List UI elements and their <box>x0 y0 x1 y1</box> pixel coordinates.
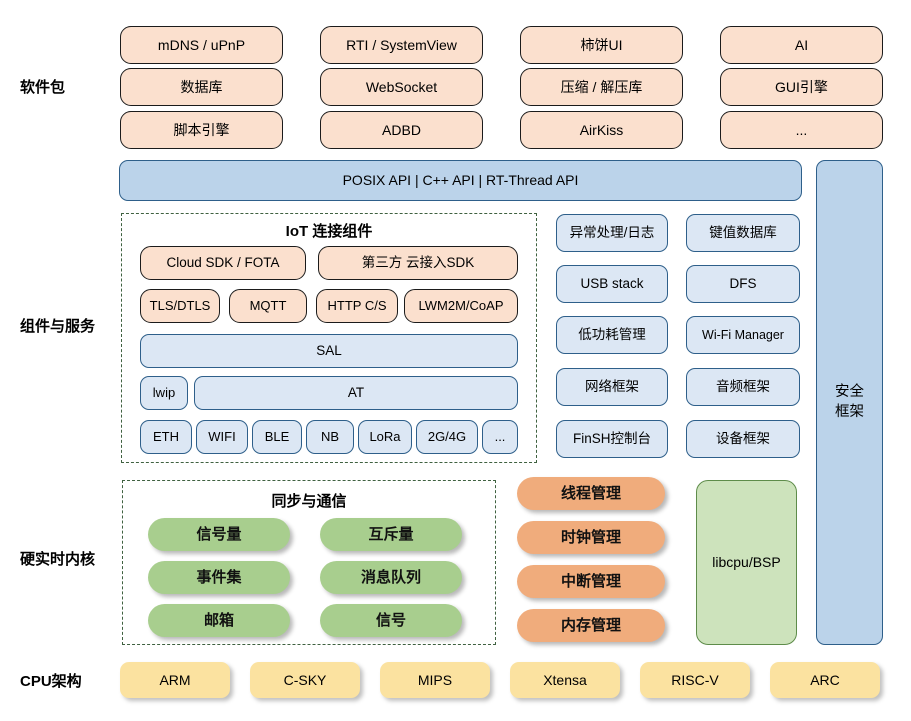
security-framework-label-line2: 框架 <box>835 403 864 420</box>
cpu-arch-box[interactable]: MIPS <box>380 662 490 698</box>
package-box[interactable]: 脚本引擎 <box>120 111 283 149</box>
kernel-management-box[interactable]: 线程管理 <box>517 477 665 510</box>
package-box[interactable]: ... <box>720 111 883 149</box>
section-label-components-services: 组件与服务 <box>20 318 96 335</box>
iot-protocol-box[interactable]: LWM2M/CoAP <box>404 289 518 323</box>
iot-link-box[interactable]: WIFI <box>196 420 248 454</box>
package-box[interactable]: GUI引擎 <box>720 68 883 106</box>
component-box[interactable]: 设备框架 <box>686 420 800 458</box>
kernel-management-box[interactable]: 内存管理 <box>517 609 665 642</box>
iot-protocol-box[interactable]: MQTT <box>229 289 307 323</box>
section-label-cpu-arch: CPU架构 <box>20 673 82 690</box>
sync-box[interactable]: 信号 <box>320 604 462 637</box>
iot-group-frame <box>121 213 537 463</box>
iot-protocol-box[interactable]: HTTP C/S <box>316 289 398 323</box>
sync-box[interactable]: 信号量 <box>148 518 290 551</box>
component-box[interactable]: FinSH控制台 <box>556 420 668 458</box>
sync-box[interactable]: 互斥量 <box>320 518 462 551</box>
api-bar[interactable]: POSIX API | C++ API | RT-Thread API <box>119 160 802 201</box>
iot-sal-box[interactable]: SAL <box>140 334 518 368</box>
security-framework-column[interactable]: 安全 框架 <box>816 160 883 645</box>
component-box[interactable]: USB stack <box>556 265 668 303</box>
package-box[interactable]: RTI / SystemView <box>320 26 483 64</box>
cpu-arch-box[interactable]: ARM <box>120 662 230 698</box>
component-box[interactable]: 键值数据库 <box>686 214 800 252</box>
package-box[interactable]: AirKiss <box>520 111 683 149</box>
component-box[interactable]: 异常处理/日志 <box>556 214 668 252</box>
iot-lwip-box[interactable]: lwip <box>140 376 188 410</box>
sync-box[interactable]: 消息队列 <box>320 561 462 594</box>
cpu-arch-box[interactable]: Xtensa <box>510 662 620 698</box>
section-label-software-packages: 软件包 <box>20 79 66 96</box>
cpu-arch-box[interactable]: C-SKY <box>250 662 360 698</box>
iot-protocol-box[interactable]: TLS/DTLS <box>140 289 220 323</box>
iot-link-box[interactable]: ... <box>482 420 518 454</box>
sync-group-frame <box>122 480 496 645</box>
component-box[interactable]: 低功耗管理 <box>556 316 668 354</box>
package-box[interactable]: AI <box>720 26 883 64</box>
component-box[interactable]: 音频框架 <box>686 368 800 406</box>
package-box[interactable]: 压缩 / 解压库 <box>520 68 683 106</box>
package-box[interactable]: mDNS / uPnP <box>120 26 283 64</box>
component-box[interactable]: Wi-Fi Manager <box>686 316 800 354</box>
kernel-management-box[interactable]: 中断管理 <box>517 565 665 598</box>
component-box[interactable]: 网络框架 <box>556 368 668 406</box>
iot-group-title: IoT 连接组件 <box>285 223 373 240</box>
sync-box[interactable]: 事件集 <box>148 561 290 594</box>
iot-link-box[interactable]: BLE <box>252 420 302 454</box>
iot-link-box[interactable]: ETH <box>140 420 192 454</box>
kernel-management-box[interactable]: 时钟管理 <box>517 521 665 554</box>
iot-link-box[interactable]: NB <box>306 420 354 454</box>
iot-at-box[interactable]: AT <box>194 376 518 410</box>
package-box[interactable]: WebSocket <box>320 68 483 106</box>
iot-link-box[interactable]: 2G/4G <box>416 420 478 454</box>
component-box[interactable]: DFS <box>686 265 800 303</box>
security-framework-label-line1: 安全 <box>835 383 864 400</box>
iot-cloud-sdk-box[interactable]: Cloud SDK / FOTA <box>140 246 306 280</box>
section-label-hard-realtime-kernel: 硬实时内核 <box>20 551 96 568</box>
iot-third-party-sdk-box[interactable]: 第三方 云接入SDK <box>318 246 518 280</box>
iot-link-box[interactable]: LoRa <box>358 420 412 454</box>
sync-group-title: 同步与通信 <box>271 493 347 510</box>
libcpu-bsp-box[interactable]: libcpu/BSP <box>696 480 797 645</box>
package-box[interactable]: 数据库 <box>120 68 283 106</box>
package-box[interactable]: ADBD <box>320 111 483 149</box>
cpu-arch-box[interactable]: RISC-V <box>640 662 750 698</box>
cpu-arch-box[interactable]: ARC <box>770 662 880 698</box>
sync-box[interactable]: 邮箱 <box>148 604 290 637</box>
package-box[interactable]: 柿饼UI <box>520 26 683 64</box>
